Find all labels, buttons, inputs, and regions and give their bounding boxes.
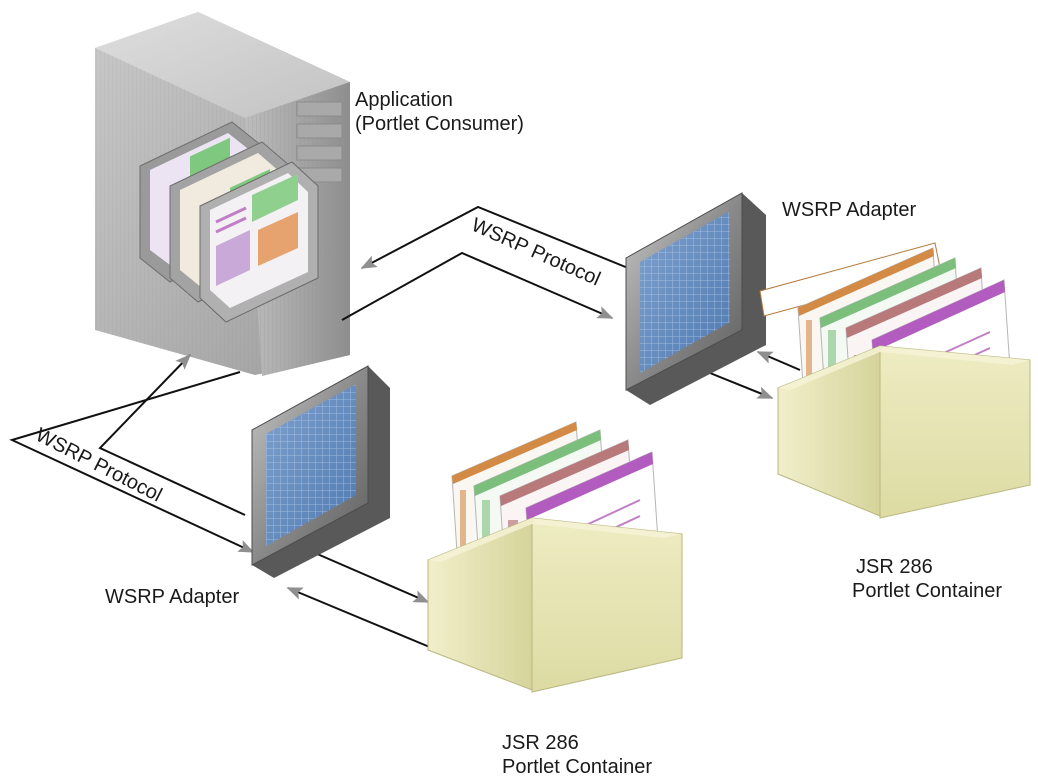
protocol-line-top-inbound [360,205,629,269]
adapter-monitor-icon [625,192,766,405]
application-label: Application (Portlet Consumer) [355,88,524,136]
adapter-monitor-icon [251,365,390,578]
wsrp-adapter-label-bottom: WSRP Adapter [105,586,240,608]
jsr-container-bottom-line2: Portlet Container [502,756,653,778]
server-tower-icon [95,12,350,376]
adapter-to-container-bottom [314,552,430,603]
adapter-to-container-right [709,372,774,399]
portlet-box-icon [759,242,1031,519]
wsrp-adapter-label-top: WSRP Adapter [782,199,917,221]
portlet-panel-front [199,161,319,323]
protocol-line-bottom-inbound [98,353,246,516]
portlet-box-icon [427,421,683,693]
application-label-line1: Application [355,89,453,111]
protocol-line-bottom-outbound [9,371,255,553]
jsr-container-right-line2: Portlet Container [852,580,1003,602]
application-label-line2: (Portlet Consumer) [355,113,524,135]
jsr-container-bottom-line1: JSR 286 [502,732,579,754]
protocol-line-top-outbound [341,251,614,321]
container-to-adapter-right [756,351,801,371]
connectors [9,205,801,649]
container-to-adapter-bottom [286,587,433,649]
jsr-container-label-right: JSR 286 Portlet Container [852,555,1002,603]
jsr-container-label-bottom: JSR 286 Portlet Container [502,731,652,779]
jsr-container-right-line1: JSR 286 [856,556,933,578]
